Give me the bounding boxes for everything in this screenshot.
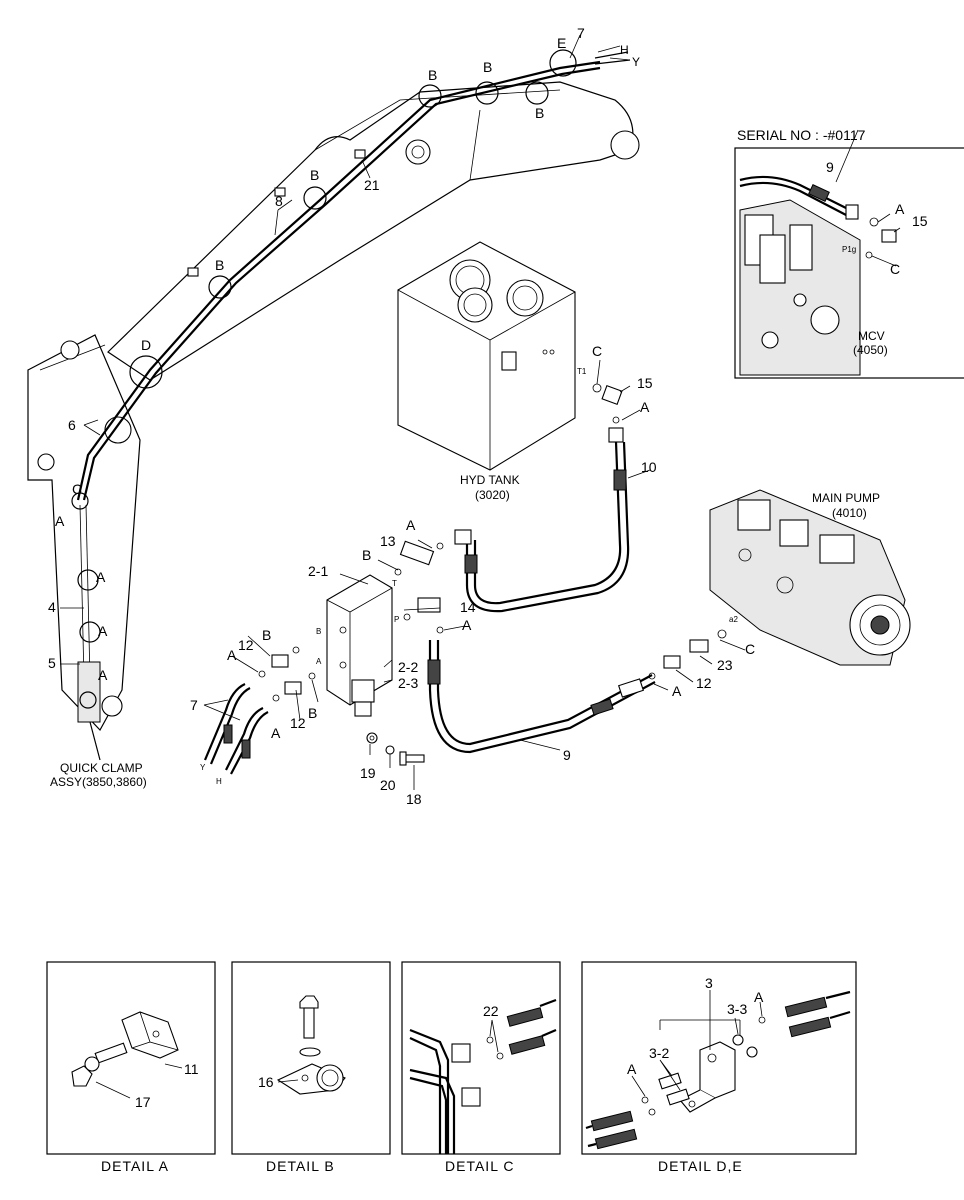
inset-callout-a: A [895, 201, 905, 217]
inset-callout-c: C [890, 261, 900, 277]
valve-callouts: 2-1 2-2 2-3 13 A B 14 A 9 12 B A 12 B A … [190, 517, 571, 807]
detail-a-caption: DETAIL A [101, 1158, 169, 1174]
serial-inset: SERIAL NO : -#0117 9 A 15 C P1g MCV (405… [734, 127, 964, 379]
detail-de-callout-a-top: A [754, 989, 764, 1005]
pump-callout-a: A [672, 683, 682, 699]
callout-a-arm1: A [55, 513, 65, 529]
callout-12-left1: 12 [238, 637, 254, 653]
detail-c-caption: DETAIL C [445, 1158, 514, 1174]
callout-c-arm: C [72, 481, 82, 497]
detail-b-caption: DETAIL B [266, 1158, 335, 1174]
callout-12-left2: 12 [290, 715, 306, 731]
callout-a-left1: A [227, 647, 237, 663]
pump-code: (4010) [832, 506, 867, 520]
port-t: T [392, 579, 397, 588]
callout-a-13: A [406, 517, 416, 533]
detail-de-callout-3: 3 [705, 975, 713, 991]
pump-callout-23: 23 [717, 657, 733, 673]
callout-13: 13 [380, 533, 396, 549]
callout-b-low: B [215, 257, 224, 273]
callout-7-top: 7 [577, 25, 585, 41]
port-b: B [316, 627, 321, 636]
callout-b-left2: B [308, 705, 317, 721]
mcv-code: (4050) [853, 343, 888, 357]
inset-port-label: P1g [842, 245, 856, 254]
callout-b-mid: B [310, 167, 319, 183]
detail-a-callout-11: 11 [184, 1061, 199, 1077]
mcv-label: MCV [858, 329, 885, 343]
callout-2-3: 2-3 [398, 675, 418, 691]
hose-h-label: H [216, 777, 222, 786]
callout-a-arm3: A [98, 623, 108, 639]
callout-6: 6 [68, 417, 76, 433]
callout-b-left1: B [262, 627, 271, 643]
callout-2-1: 2-1 [308, 563, 328, 579]
callout-20: 20 [380, 777, 396, 793]
detail-de-caption: DETAIL D,E [658, 1158, 743, 1174]
callout-b-top3: B [535, 105, 544, 121]
pump-port: a2 [729, 615, 738, 624]
tank-port: T1 [577, 367, 587, 376]
callout-h-top: H [620, 43, 629, 57]
tank-callout-a: A [640, 399, 650, 415]
serial-title: SERIAL NO : -#0117 [737, 127, 866, 143]
tank-callout-15: 15 [637, 375, 653, 391]
callout-a-arm4: A [98, 667, 108, 683]
boom-callouts: E 7 H Y B B B B B D 8 21 6 C A A A A 4 5… [48, 25, 640, 789]
tank-code: (3020) [475, 488, 510, 502]
callout-a-14: A [462, 617, 472, 633]
port-p: P [394, 615, 399, 624]
callout-4: 4 [48, 599, 56, 615]
tank-label: HYD TANK [460, 473, 520, 487]
callout-a-arm2: A [96, 569, 106, 585]
hose-y-label: Y [200, 763, 206, 772]
callout-2-2: 2-2 [398, 659, 418, 675]
callout-d: D [141, 337, 151, 353]
callout-b-top2: B [483, 59, 492, 75]
pump-callout-12: 12 [696, 675, 712, 691]
hyd-tank: HYD TANK (3020) T1 C 15 A 10 [397, 241, 657, 613]
boom-assembly [27, 34, 640, 761]
callout-y-top: Y [632, 55, 640, 69]
detail-b-callout-16: 16 [258, 1074, 274, 1090]
callout-9-main: 9 [563, 747, 571, 763]
pump-label: MAIN PUMP [812, 491, 880, 505]
callout-21: 21 [364, 177, 380, 193]
callout-14: 14 [460, 599, 476, 615]
valve-assembly: T P B A Y H [200, 539, 656, 790]
tank-callout-c: C [592, 343, 602, 359]
callout-b-13: B [362, 547, 371, 563]
quick-clamp-code: ASSY(3850,3860) [50, 775, 147, 789]
callout-e: E [557, 35, 566, 51]
detail-a: 11 17 DETAIL A [46, 961, 216, 1174]
detail-c: 22 DETAIL C [401, 961, 561, 1174]
port-a: A [316, 657, 322, 666]
main-pump: MAIN PUMP (4010) a2 C 23 12 A [648, 489, 911, 699]
pump-callout-c: C [745, 641, 755, 657]
detail-de-callout-3-2: 3-2 [649, 1045, 669, 1061]
callout-8: 8 [275, 193, 283, 209]
callout-7-pipes: 7 [190, 697, 198, 713]
detail-a-callout-17: 17 [135, 1094, 151, 1110]
detail-de: 3 3-3 A 3-2 A DETAIL D,E [581, 961, 857, 1174]
inset-callout-9: 9 [826, 159, 834, 175]
callout-b-top1: B [428, 67, 437, 83]
callout-18: 18 [406, 791, 422, 807]
detail-de-callout-3-3: 3-3 [727, 1001, 747, 1017]
callout-5: 5 [48, 655, 56, 671]
detail-b: 16 DETAIL B [231, 961, 391, 1174]
detail-c-callout-22: 22 [483, 1003, 499, 1019]
tank-callout-10: 10 [641, 459, 657, 475]
detail-de-callout-a-bottom: A [627, 1061, 637, 1077]
callout-19: 19 [360, 765, 376, 781]
callout-a-left2: A [271, 725, 281, 741]
inset-callout-15: 15 [912, 213, 928, 229]
quick-clamp-label: QUICK CLAMP [60, 761, 143, 775]
